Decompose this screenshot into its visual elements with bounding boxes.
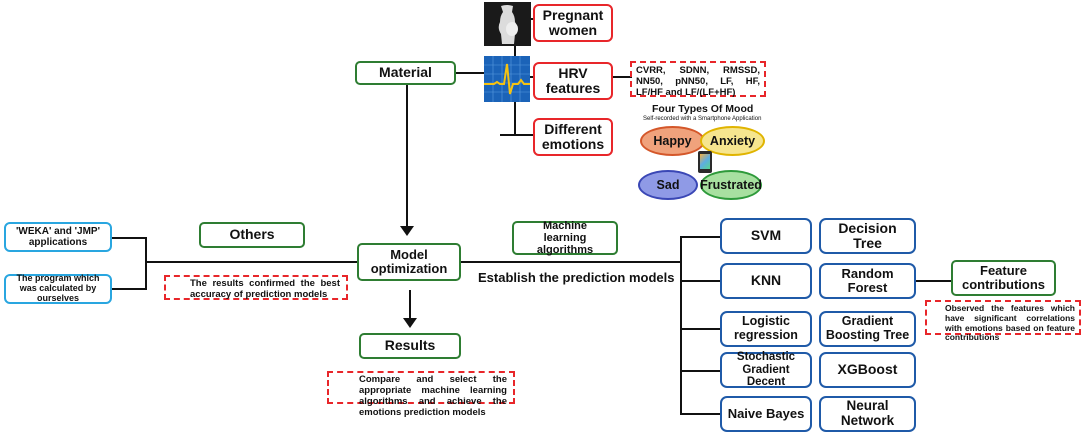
mood-happy: Happy	[640, 126, 705, 156]
material-to-hrv-line	[456, 72, 486, 74]
machine-learning-box: Machine learning algorithms	[512, 220, 618, 256]
feature-note: Observed the features which have signifi…	[925, 300, 1081, 342]
algo-tick-1	[680, 236, 720, 238]
algo-knn: KNN	[720, 263, 812, 299]
others-bracket-top	[112, 237, 147, 239]
material-to-model-line	[406, 84, 408, 229]
model-to-results-line	[409, 290, 411, 320]
arrow-head-icon	[400, 226, 414, 236]
algo-xgboost: XGBoost	[819, 352, 916, 388]
hrv-to-list-line	[612, 76, 632, 78]
algo-gradient-boosting: Gradient Boosting Tree	[819, 311, 916, 347]
model-optimization-box: Model optimization	[357, 243, 461, 281]
algo-naive-bayes: Naive Bayes	[720, 396, 812, 432]
material-box: Material	[355, 61, 456, 85]
algo-sgd: Stochastic Gradient Decent	[720, 351, 812, 388]
to-emotion-line	[500, 134, 534, 136]
ecg-monitor-icon	[484, 56, 530, 102]
algo-svm: SVM	[720, 218, 812, 254]
algo-logistic-regression: Logistic regression	[720, 311, 812, 347]
main-horizontal-line	[147, 261, 357, 263]
mood-frustrated: Frustrated	[700, 170, 762, 200]
others-bracket-vertical	[145, 237, 147, 289]
own-program-box: The program which was calculated by ours…	[4, 273, 112, 304]
hrv-list-note: CVRR, SDNN, RMSSD, NN50, pNN50, LF, HF, …	[630, 61, 766, 98]
algo-random-forest: Random Forest	[819, 263, 916, 299]
results-note: Compare and select the appropriate machi…	[327, 371, 515, 418]
algo-tick-3	[680, 328, 720, 330]
others-bracket-bottom	[112, 288, 147, 290]
others-box: Others	[199, 222, 305, 248]
smartphone-icon	[698, 151, 712, 173]
mood-subtitle: Self-recorded with a Smartphone Applicat…	[643, 116, 762, 122]
hrv-features-box: HRV features	[533, 62, 613, 100]
pregnant-women-box: Pregnant women	[533, 4, 613, 42]
mood-sad: Sad	[638, 170, 698, 200]
mood-title: Four Types Of Mood	[652, 103, 754, 115]
algorithm-bracket-vertical	[680, 236, 682, 414]
pregnant-figure-icon	[484, 2, 531, 46]
results-box: Results	[359, 333, 461, 359]
rf-to-feature-line	[916, 280, 952, 282]
algo-tick-4	[680, 370, 720, 372]
algo-decision-tree: Decision Tree	[819, 218, 916, 254]
feature-contributions-box: Feature contributions	[951, 260, 1056, 296]
others-result-note: The results confirmed the best accuracy …	[164, 275, 348, 300]
arrow-head-icon	[403, 318, 417, 328]
establish-label: Establish the prediction models	[478, 270, 675, 285]
algo-neural-network: Neural Network	[819, 396, 916, 432]
different-emotions-box: Different emotions	[533, 118, 613, 156]
algo-tick-2	[680, 280, 720, 282]
main-horizontal-line-right	[461, 261, 681, 263]
algo-tick-5	[680, 413, 720, 415]
weka-jmp-box: 'WEKA' and 'JMP' applications	[4, 222, 112, 252]
